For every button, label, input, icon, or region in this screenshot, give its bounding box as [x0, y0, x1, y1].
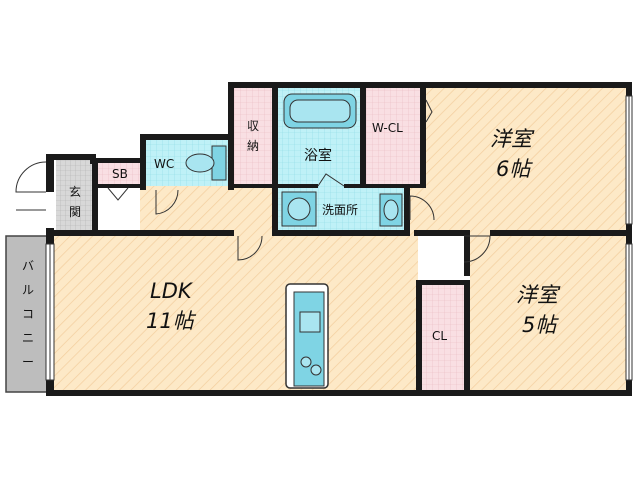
storage-floor — [234, 88, 274, 186]
closet-label: CL — [432, 329, 447, 343]
toilet-label: WC — [154, 157, 174, 171]
wcl-door — [425, 99, 433, 123]
entrance-door — [15, 161, 47, 193]
room-5-door — [463, 235, 491, 263]
balcony-char-1: バ — [22, 259, 34, 273]
corridor-floor — [140, 186, 282, 234]
storage-label-1: 収 — [247, 119, 259, 133]
washroom-label: 洗面所 — [322, 203, 358, 217]
entrance-label-1: 玄 — [69, 184, 81, 199]
shoe-box-label: SB — [112, 167, 128, 181]
corridor-door — [237, 235, 263, 261]
washroom-door — [317, 173, 345, 187]
balcony-char-2: ル — [22, 283, 34, 297]
storage-label-2: 納 — [247, 139, 259, 153]
kitchen-counter — [285, 283, 329, 389]
entrance-floor — [56, 160, 96, 232]
room-5-size: 5帖 — [522, 313, 559, 337]
walk-in-closet-label: W-CL — [372, 121, 403, 135]
room-6-label: 洋室 — [490, 127, 535, 151]
balcony-char-3: コ — [22, 307, 34, 321]
shoe-box-floor — [98, 162, 142, 186]
balcony-char-5: ー — [22, 355, 34, 369]
bath-label: 浴室 — [304, 147, 332, 164]
ldk-label: LDK — [150, 279, 194, 303]
balcony — [5, 235, 51, 393]
room-6-size: 6帖 — [496, 157, 533, 181]
toilet — [185, 145, 227, 181]
toilet-door — [155, 189, 179, 215]
closet-floor — [422, 284, 468, 390]
ldk-floor — [52, 234, 418, 392]
room-6-door — [409, 195, 435, 221]
balcony-char-4: ニ — [22, 331, 34, 345]
sb-door — [107, 187, 129, 201]
hall-floor — [408, 186, 470, 234]
entrance-label-2: 関 — [69, 205, 81, 219]
ldk-size: 11帖 — [146, 309, 197, 333]
room-5-label: 洋室 — [516, 283, 561, 307]
walk-in-closet-floor — [366, 88, 424, 186]
western-room-5-floor — [470, 234, 626, 392]
